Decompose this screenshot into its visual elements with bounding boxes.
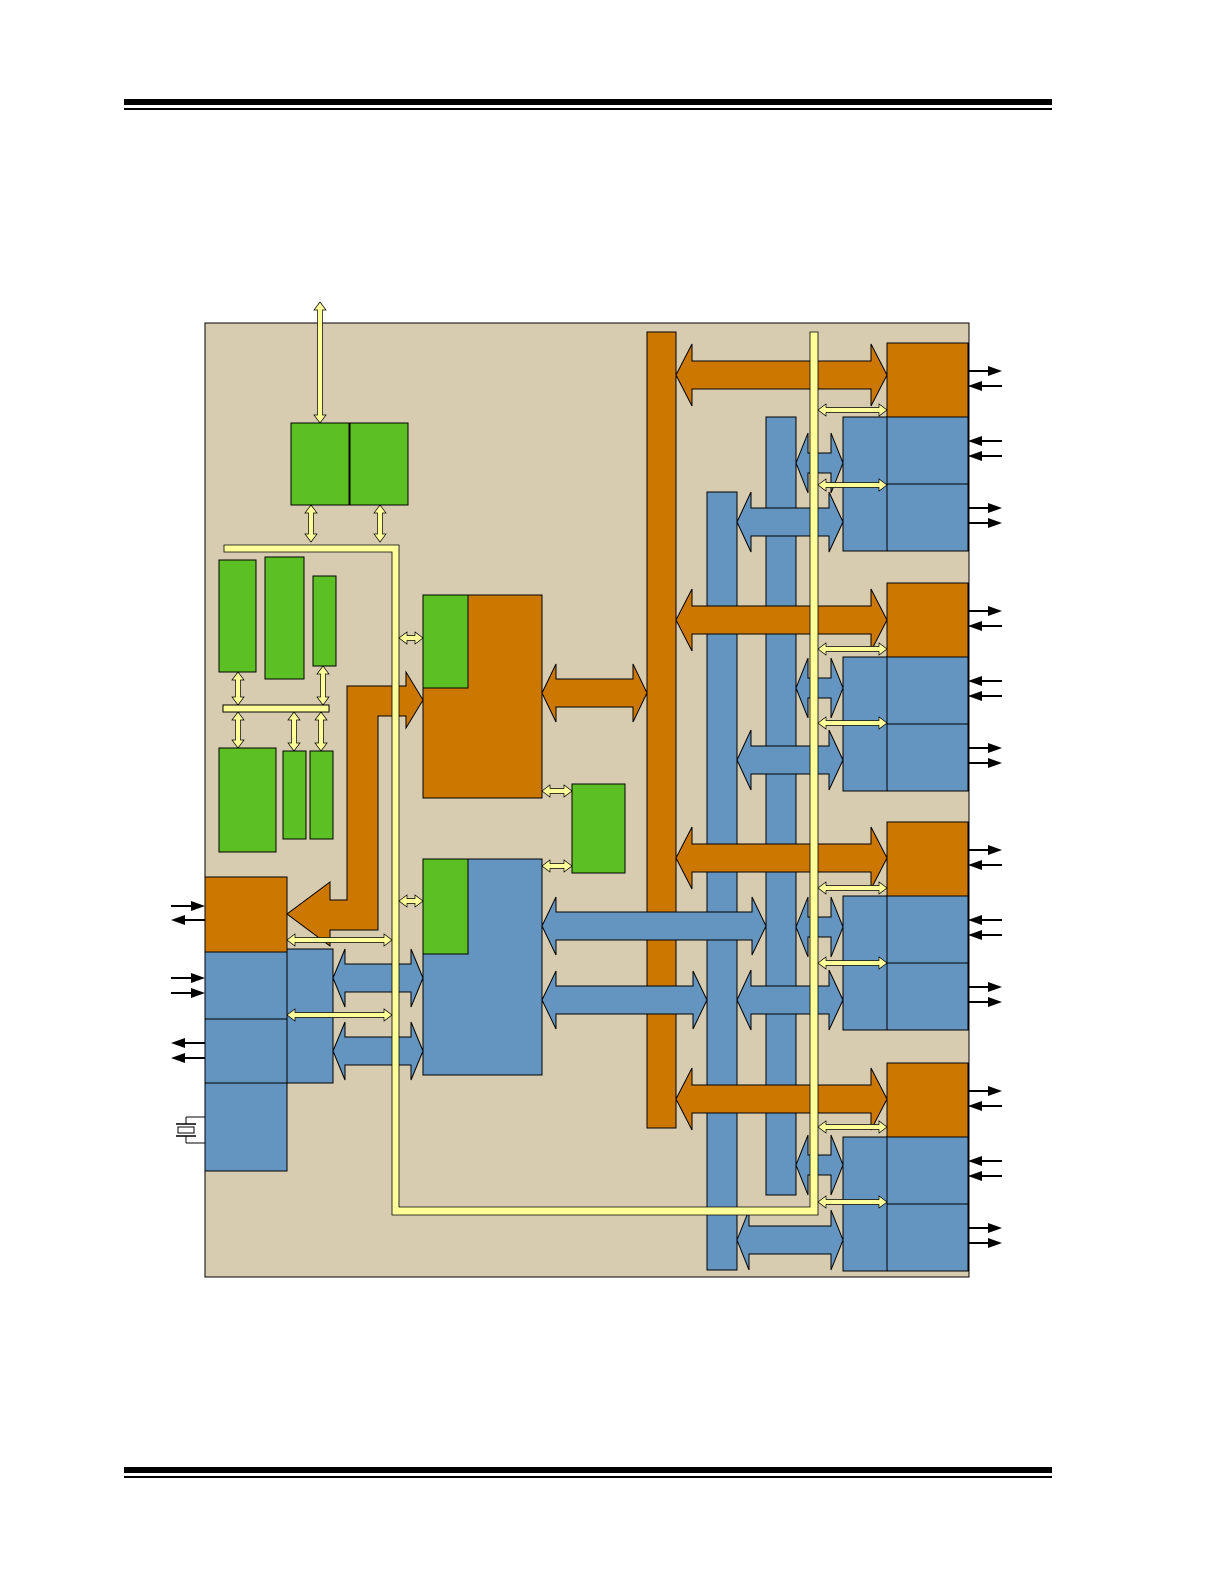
yellow-left-blue-arrow <box>286 1008 393 1022</box>
memory-green-4 <box>218 747 277 853</box>
right-port-group-4-blue-b <box>886 1203 969 1272</box>
yellow-memory-bus <box>222 704 330 713</box>
port-4-pin-1-head <box>988 1086 1002 1096</box>
port-2-pin-4-head <box>968 691 982 701</box>
port-3-pin-2-head <box>968 860 982 870</box>
right-port-group-3-orange <box>886 821 969 897</box>
yellow-right-arrow-5 <box>817 881 888 895</box>
top-left-green-b <box>349 422 409 506</box>
port-3-pin-3-head <box>968 915 982 925</box>
port-2-pin-2-head <box>968 621 982 631</box>
footer-rule-thick <box>124 1467 1052 1473</box>
port-1-pin-4-head <box>968 451 982 461</box>
memory-green-3 <box>312 575 337 667</box>
yellow-right-arrow-8 <box>817 1195 888 1209</box>
right-port-group-2-orange <box>886 582 969 658</box>
yellow-mem4-arrow <box>231 711 245 749</box>
header-rule-thin <box>124 108 1052 110</box>
left-blue-port-2 <box>204 1018 288 1084</box>
yellow-external-arrow <box>313 301 327 424</box>
yellow-mem1-arrow <box>231 671 245 706</box>
yellow-right-arrow-4 <box>817 716 888 730</box>
left-blue-port-3 <box>204 1082 288 1172</box>
memory-green-6 <box>309 750 334 840</box>
left-pin-5-head <box>171 1038 185 1048</box>
right-port-group-2-blue-b <box>886 723 969 792</box>
yellow-orange-to-green-arrow <box>541 784 573 798</box>
right-port-group-3-blue-a <box>886 895 969 964</box>
right-port-group-4-blue-a <box>886 1136 969 1205</box>
yellow-control-bus <box>223 331 819 1216</box>
center-blue-to-bus1-arrow <box>541 970 708 1030</box>
yellow-blue-to-green-arrow <box>541 859 573 873</box>
blue-vertical-bus-2 <box>765 416 797 1196</box>
left-pin-3-head <box>191 973 205 983</box>
yellow-right-arrow-7 <box>817 1120 888 1134</box>
port-2-pin-5-head <box>988 743 1002 753</box>
port-4-pin-4-head <box>968 1171 982 1181</box>
memory-green-5 <box>282 750 307 840</box>
left-blue-port-1 <box>204 951 288 1020</box>
left-pin-6-head <box>171 1053 185 1063</box>
yellow-right-arrow-2 <box>817 478 888 492</box>
port-2-pin-6-head <box>988 758 1002 768</box>
center-orange-to-bus-arrow <box>541 663 648 723</box>
memory-green-2 <box>264 556 305 680</box>
center-orange-inner-green <box>422 594 469 689</box>
center-blue-to-bus2-arrow <box>541 896 767 956</box>
yellow-mem3-arrow <box>316 665 330 706</box>
yellow-right-arrow-3 <box>817 642 888 656</box>
port-1-pin-1-head <box>988 366 1002 376</box>
yellow-green-b-arrow <box>373 504 387 543</box>
port-1-pin-6-head <box>988 518 1002 528</box>
left-pin-1-head <box>191 901 205 911</box>
port-2-pin-3-head <box>968 676 982 686</box>
left-orange-port <box>204 876 288 953</box>
port-4-pin-3-head <box>968 1156 982 1166</box>
yellow-center-orange-arrow <box>398 631 424 645</box>
port-3-pin-6-head <box>988 997 1002 1007</box>
header-rule-thick <box>124 99 1052 105</box>
port-1-pin-2-head <box>968 381 982 391</box>
yellow-left-orange-arrow <box>286 933 393 947</box>
port-3-pin-4-head <box>968 930 982 940</box>
yellow-center-blue-arrow <box>398 894 424 908</box>
port-1-pin-5-head <box>988 503 1002 513</box>
yellow-right-arrow-6 <box>817 956 888 970</box>
left-pin-4-head <box>191 988 205 998</box>
yellow-right-arrow-1 <box>817 403 888 417</box>
yellow-mem6-arrow <box>314 711 328 752</box>
footer-rule-thin <box>124 1476 1052 1478</box>
center-green-block <box>571 783 626 874</box>
yellow-mem5-arrow <box>287 711 301 752</box>
crystal-icon <box>177 1126 195 1134</box>
port-1-pin-3-head <box>968 436 982 446</box>
right-port-group-1-blue-a <box>886 416 969 485</box>
center-blue-inner-green <box>422 858 469 955</box>
port-4-pin-6-head <box>988 1238 1002 1248</box>
yellow-green-a-arrow <box>304 504 318 543</box>
right-port-group-2-blue-a <box>886 656 969 725</box>
port-4-pin-2-head <box>968 1101 982 1111</box>
top-left-green-a <box>290 422 350 506</box>
port-3-pin-1-head <box>988 845 1002 855</box>
right-port-group-1-orange <box>886 342 969 418</box>
right-port-group-4-orange <box>886 1062 969 1138</box>
right-port-group-3-blue-b <box>886 962 969 1031</box>
port-4-pin-5-head <box>988 1223 1002 1233</box>
left-pin-2-head <box>171 915 185 925</box>
port-3-pin-5-head <box>988 982 1002 992</box>
port-2-pin-1-head <box>988 606 1002 616</box>
right-port-group-1-blue-b <box>886 483 969 552</box>
memory-green-1 <box>218 559 257 673</box>
